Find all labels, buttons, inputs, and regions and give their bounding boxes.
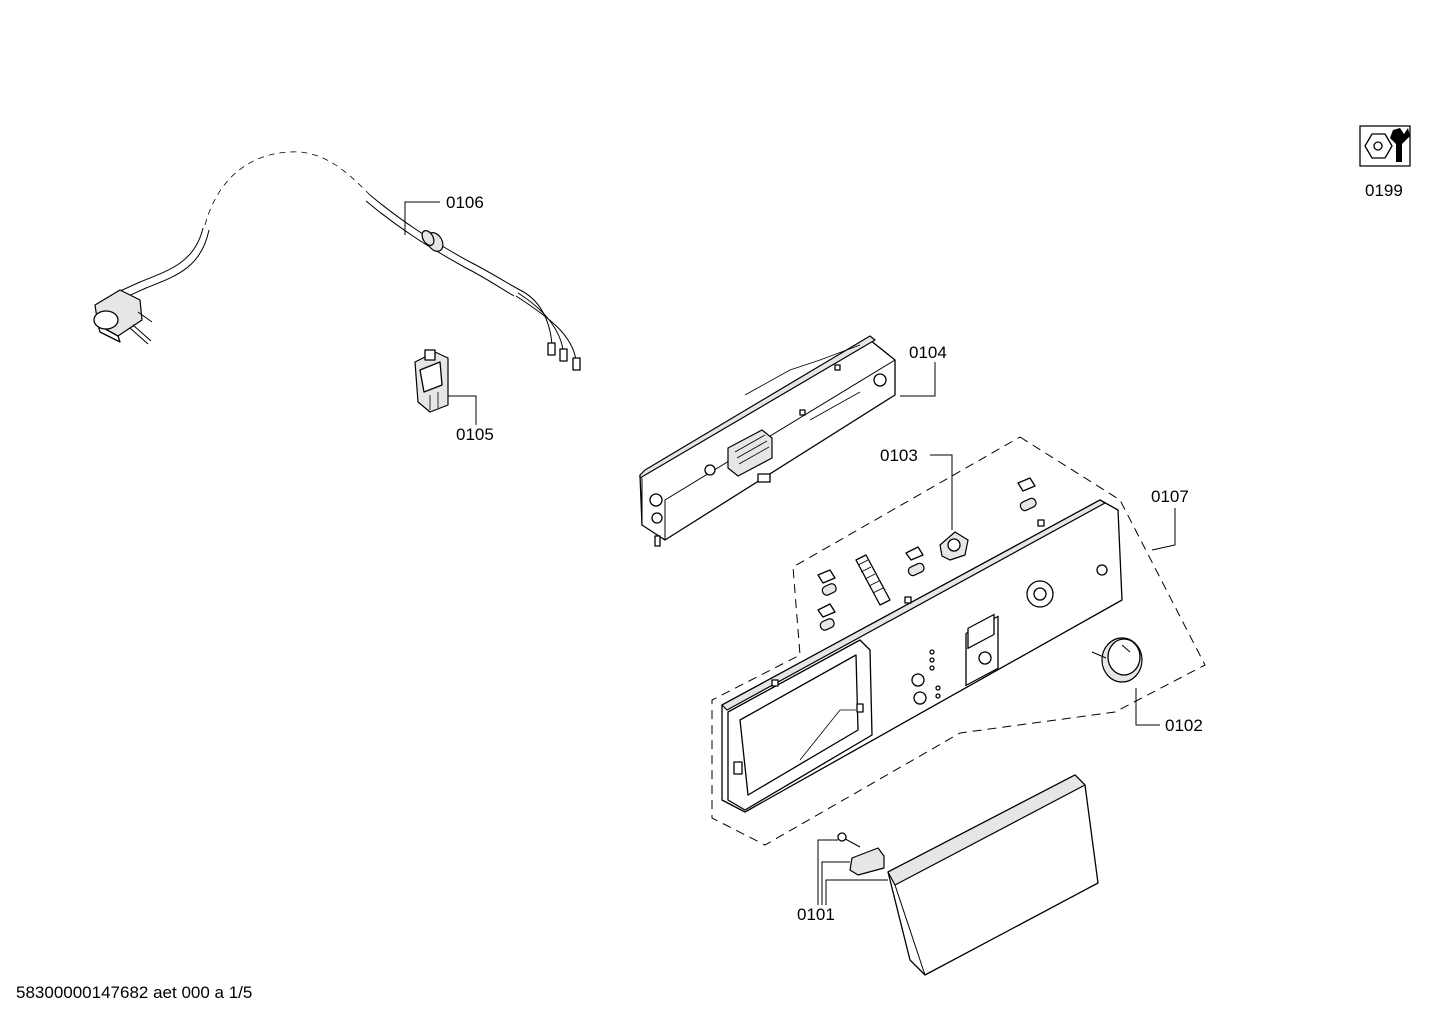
label-0102: 0102 <box>1165 716 1203 735</box>
wrench-nut-icon[interactable] <box>1359 125 1411 167</box>
power-cable[interactable] <box>93 151 581 371</box>
leader-lines <box>404 201 1176 905</box>
label-0106: 0106 <box>446 193 484 212</box>
label-0105: 0105 <box>456 425 494 444</box>
light-pipes[interactable] <box>817 477 1037 631</box>
panel-assembly-outline <box>711 436 1206 846</box>
label-0103: 0103 <box>880 446 918 465</box>
label-0199: 0199 <box>1365 181 1403 200</box>
knob-guide[interactable] <box>939 531 969 561</box>
control-module[interactable] <box>639 335 896 547</box>
drawing-reference: 58300000147682 aet 000 a 1/5 <box>16 983 252 1002</box>
interference-suppressor[interactable] <box>414 349 449 413</box>
drawer-handle[interactable] <box>837 774 1099 976</box>
label-0101: 0101 <box>797 905 835 924</box>
program-knob[interactable] <box>1091 637 1143 683</box>
control-panel-fascia[interactable] <box>721 499 1123 813</box>
label-0104: 0104 <box>909 343 947 362</box>
label-0107: 0107 <box>1151 487 1189 506</box>
